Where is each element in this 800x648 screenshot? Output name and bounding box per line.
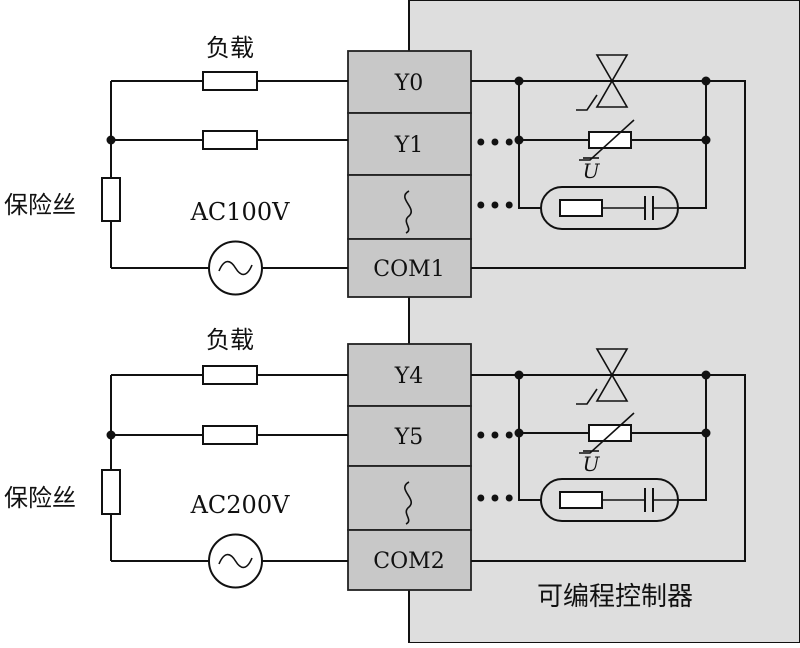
load-label: 负载 (206, 326, 254, 354)
varistor-icon (579, 119, 635, 161)
fuse-label: 保险丝 (4, 191, 76, 219)
varistor-label: U (583, 452, 601, 476)
rc-snubber-icon (540, 478, 679, 522)
fuse-icon (101, 469, 121, 515)
svg-text:•••: ••• (474, 192, 516, 220)
group-2: Y4 Y5 COM2 负载 保险丝 AC200V ••• ••• (4, 326, 746, 591)
resistor-icon (202, 71, 258, 91)
svg-text:•••: ••• (474, 485, 516, 513)
controller-label: 可编程控制器 (537, 582, 693, 612)
terminal-label-y4: Y4 (394, 364, 424, 389)
terminal-label-y0: Y0 (394, 71, 424, 96)
terminal-y1 (347, 112, 472, 176)
ac-source-icon (208, 533, 263, 589)
external-wires-2 (110, 374, 348, 562)
terminal-label-com2: COM2 (373, 549, 444, 574)
wave-icon (404, 481, 412, 525)
svg-text:•••: ••• (474, 129, 516, 157)
terminal-label-y5: Y5 (394, 425, 424, 450)
varistor-icon (579, 412, 635, 454)
terminal-label-com1: COM1 (373, 257, 444, 282)
external-wires-1 (110, 80, 348, 269)
resistor-icon (202, 365, 258, 385)
resistor-icon (202, 130, 258, 150)
ac-source-icon (208, 240, 263, 296)
svg-text:•••: ••• (474, 422, 516, 450)
terminal-label-y1: Y1 (394, 133, 424, 158)
fuse-label: 保险丝 (4, 484, 76, 512)
source-label: AC200V (190, 491, 291, 519)
source-label: AC100V (190, 198, 291, 226)
rc-snubber-icon (540, 186, 679, 230)
group-1: Y0 Y1 COM1 负载 保险丝 AC100V ••• ••• (4, 34, 746, 298)
fuse-icon (101, 177, 121, 222)
triac-icon (576, 54, 632, 111)
terminal-com2 (347, 529, 472, 591)
wave-icon (404, 190, 412, 234)
load-label: 负载 (206, 34, 254, 62)
internal-wires-1 (471, 80, 746, 269)
internal-wires-2 (471, 374, 746, 562)
terminal-y0 (347, 50, 472, 114)
varistor-label: U (583, 159, 601, 183)
resistor-icon (202, 425, 258, 445)
triac-icon (576, 348, 632, 405)
